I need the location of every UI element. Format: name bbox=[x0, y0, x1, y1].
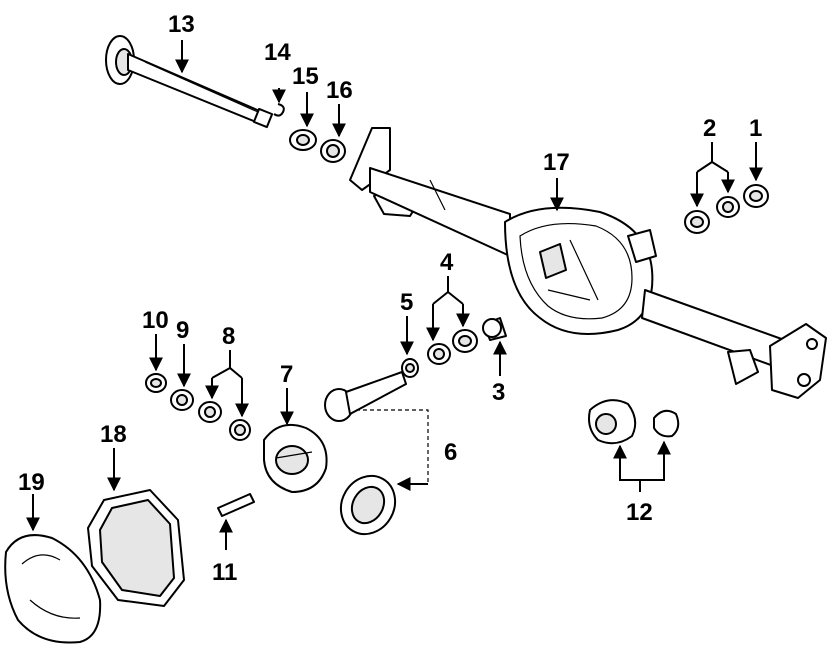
differential-case-part[interactable] bbox=[263, 424, 328, 493]
axle-bearing-part[interactable] bbox=[320, 139, 346, 163]
differential-bearing-cup-part[interactable] bbox=[170, 389, 194, 411]
right-bearing-cup-part[interactable] bbox=[743, 184, 769, 208]
callout-4: 4 bbox=[440, 249, 454, 276]
pinion-seal-part[interactable] bbox=[482, 317, 507, 341]
callout-12: 12 bbox=[626, 499, 653, 526]
cover-gasket-part[interactable] bbox=[87, 489, 185, 607]
callout-19: 19 bbox=[18, 469, 45, 496]
axle-housing-part[interactable] bbox=[349, 127, 827, 399]
axle-shaft-part[interactable] bbox=[105, 35, 274, 129]
callout-16: 16 bbox=[326, 77, 353, 104]
callout-5: 5 bbox=[400, 289, 413, 316]
callout-17: 17 bbox=[543, 149, 570, 176]
callout-18: 18 bbox=[100, 421, 127, 448]
callout-15: 15 bbox=[292, 63, 319, 90]
callout-3: 3 bbox=[492, 379, 505, 406]
differential-shim-part[interactable] bbox=[145, 373, 167, 393]
differential-bearing-part[interactable] bbox=[198, 401, 251, 441]
right-bearing-part[interactable] bbox=[684, 196, 740, 234]
callout-9: 9 bbox=[176, 317, 189, 344]
callout-8: 8 bbox=[222, 323, 235, 350]
callout-7: 7 bbox=[280, 361, 293, 388]
callout-1: 1 bbox=[749, 115, 762, 142]
pinion-spacer-part[interactable] bbox=[401, 358, 419, 378]
callout-labels: 1 2 3 4 5 6 7 8 9 10 11 12 13 14 15 16 1… bbox=[18, 11, 762, 586]
callout-11: 11 bbox=[212, 559, 237, 586]
callout-13: 13 bbox=[168, 11, 195, 38]
pinion-bearing-part[interactable] bbox=[427, 329, 478, 365]
callout-10: 10 bbox=[142, 307, 169, 334]
callout-14: 14 bbox=[264, 39, 291, 66]
cross-shaft-pin-part[interactable] bbox=[217, 493, 255, 517]
axle-seal-part[interactable] bbox=[289, 129, 317, 151]
ring-and-pinion-part[interactable] bbox=[324, 371, 407, 544]
differential-cover-part[interactable] bbox=[4, 534, 102, 644]
leader-lines bbox=[26, 40, 763, 550]
callout-2: 2 bbox=[703, 115, 716, 142]
axle-clip-part[interactable] bbox=[273, 103, 285, 117]
side-gear-part[interactable] bbox=[588, 399, 680, 445]
callout-6: 6 bbox=[444, 439, 457, 466]
